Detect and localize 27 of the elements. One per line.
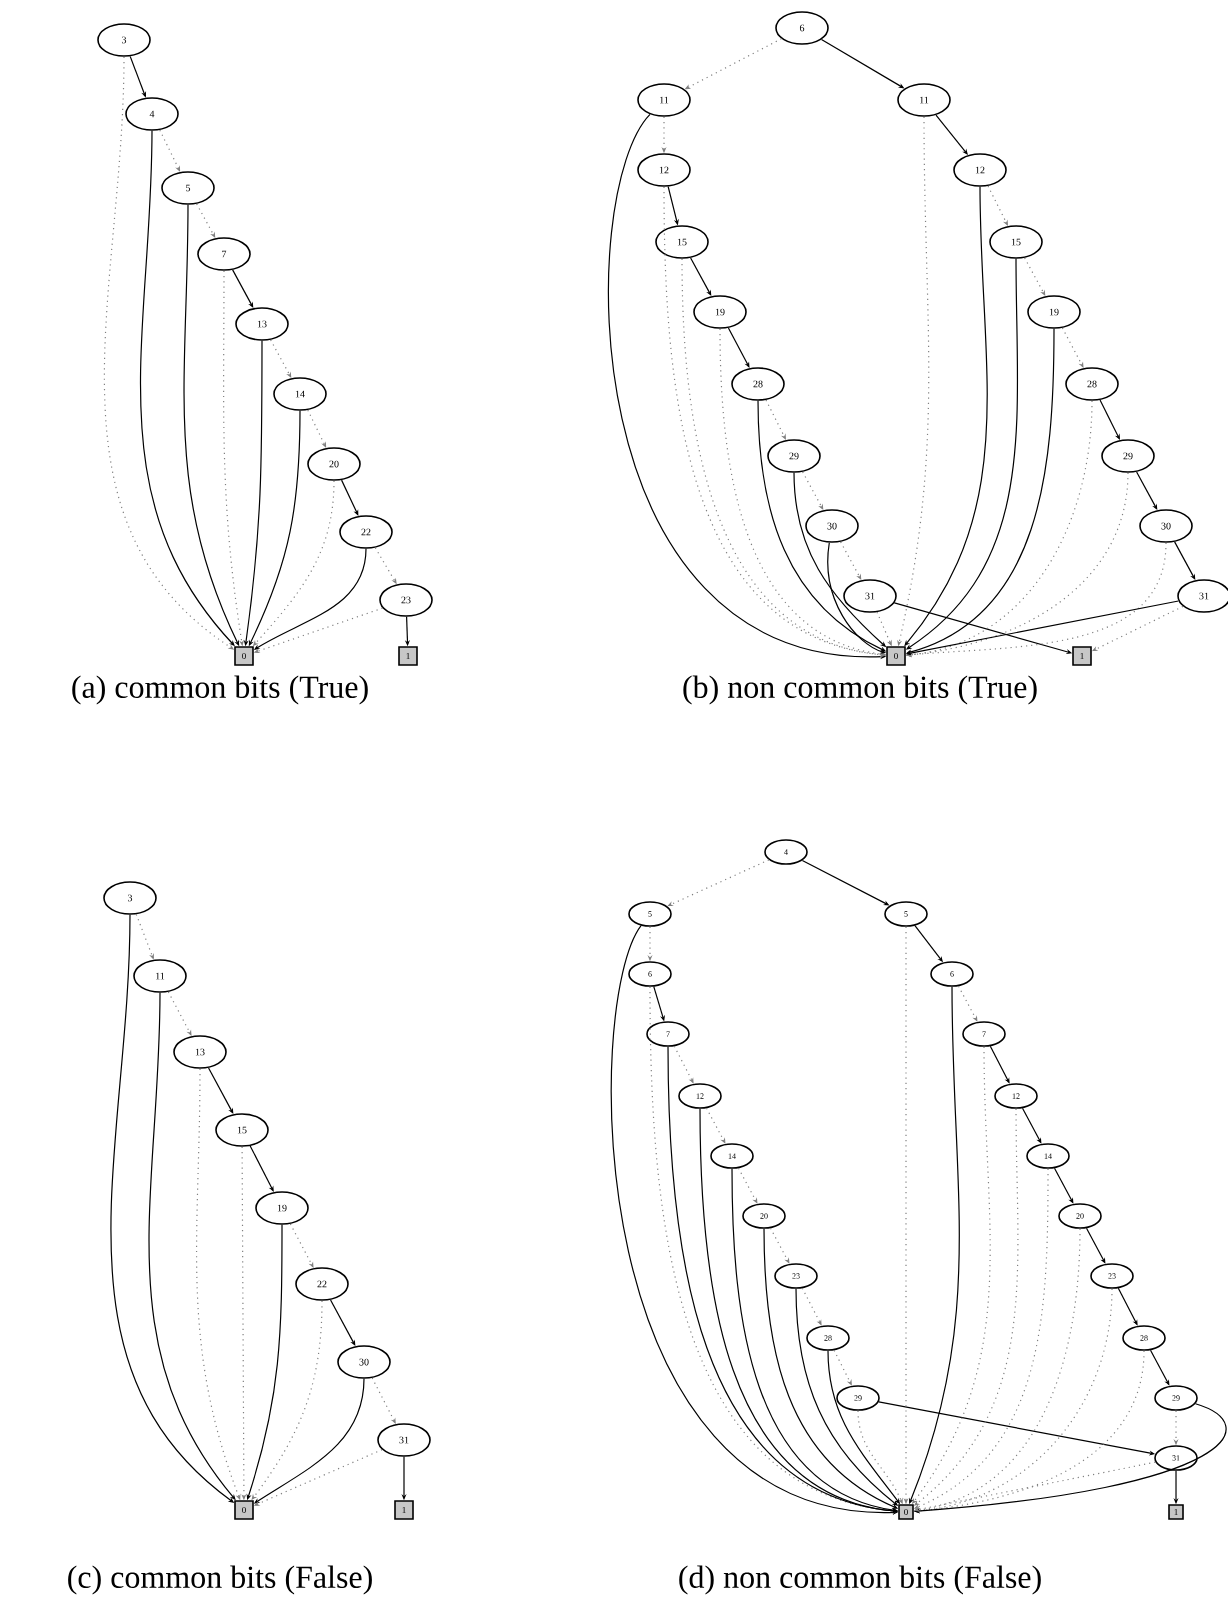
dotted-arrow bbox=[737, 1167, 758, 1204]
dotted-arrow bbox=[801, 1287, 822, 1326]
subfigure-caption: (d) non common bits (False) bbox=[679, 1565, 1041, 1595]
dotted-arrow bbox=[667, 859, 770, 907]
arrow bbox=[1021, 1107, 1042, 1144]
subfigure-caption: (b) non common bits (True) bbox=[683, 675, 1037, 705]
dotted-arrow bbox=[159, 129, 181, 172]
arrow bbox=[249, 1145, 274, 1192]
dotted-arrow bbox=[673, 1045, 694, 1084]
arrow bbox=[935, 114, 968, 155]
arrow bbox=[1099, 399, 1120, 440]
subfigure-caption: (a) common bits (True) bbox=[72, 675, 368, 705]
dotted-arrow bbox=[957, 985, 978, 1022]
arrow bbox=[1117, 1287, 1138, 1326]
dotted-arrow bbox=[371, 1377, 396, 1424]
dotted-arrow bbox=[765, 399, 786, 440]
dotted-arrow bbox=[307, 409, 327, 448]
dotted-arrow bbox=[833, 1349, 852, 1386]
arrow bbox=[1085, 1227, 1106, 1264]
dotted-arrow bbox=[769, 1227, 790, 1264]
arrow bbox=[1149, 1349, 1170, 1386]
arrow bbox=[989, 1045, 1010, 1084]
dotted-arrow bbox=[987, 185, 1008, 226]
dotted-arrow bbox=[705, 1107, 726, 1144]
arrow bbox=[1053, 1167, 1074, 1204]
arrow bbox=[341, 479, 359, 516]
subfigure-caption: (c) common bits (False) bbox=[68, 1565, 372, 1595]
